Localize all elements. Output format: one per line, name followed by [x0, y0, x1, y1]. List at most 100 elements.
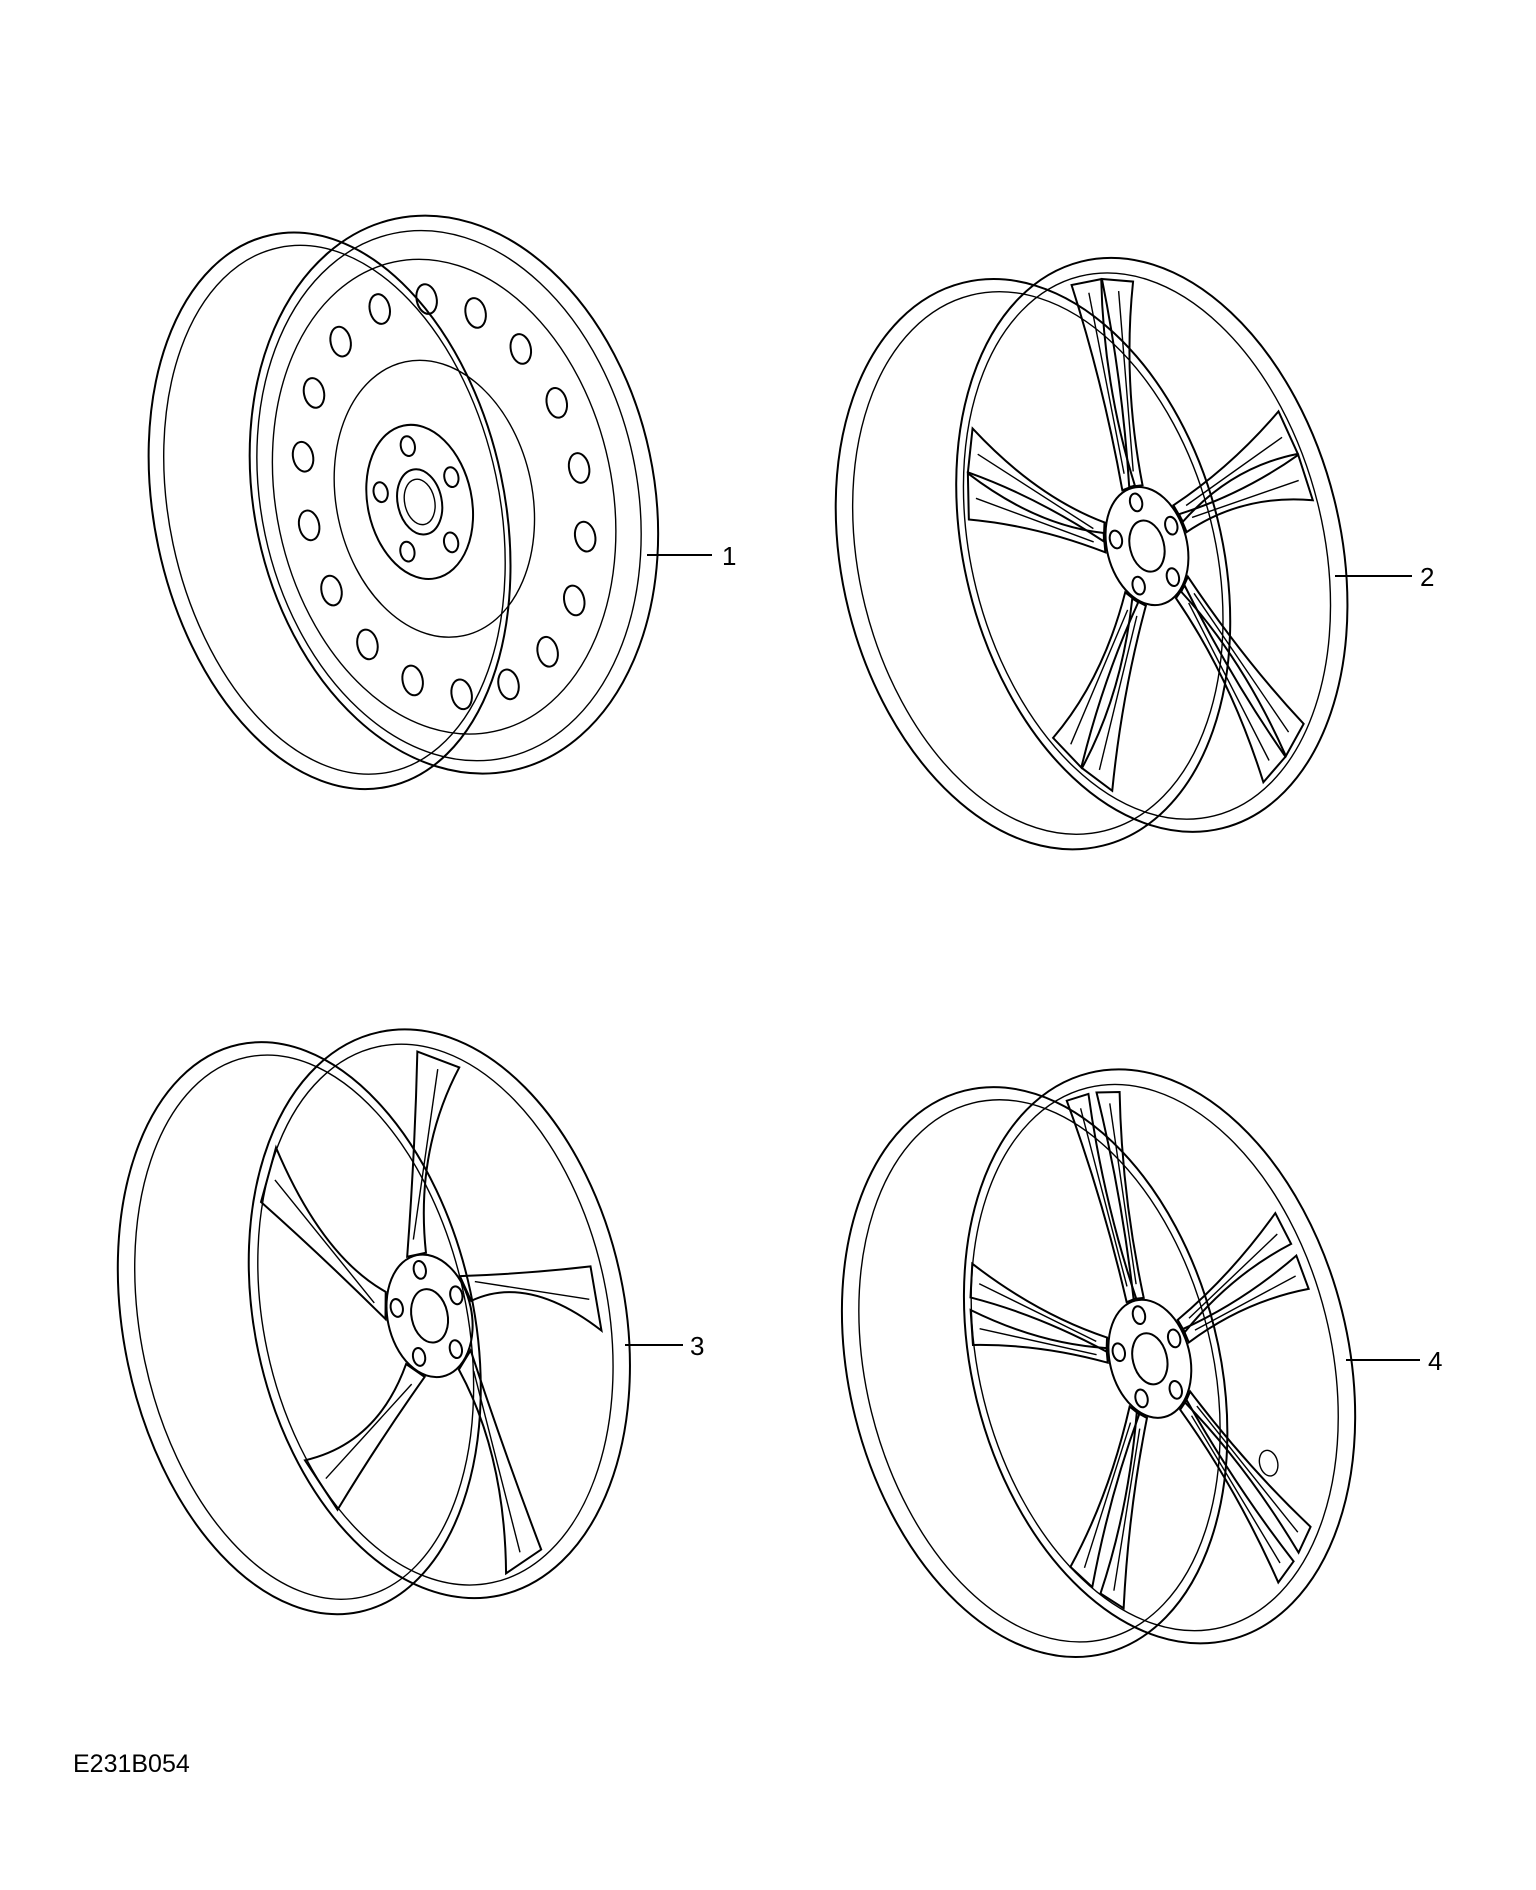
wheel-3-alloy[interactable] — [68, 977, 680, 1661]
wheel-4-back-rim — [840, 1086, 1229, 1658]
wheel-4-front-rim — [962, 1068, 1357, 1645]
wheel-1-hub-face — [365, 423, 475, 580]
wheel-4-spoke-ridge — [1188, 1233, 1278, 1319]
wheel-1-vent-hole — [497, 668, 520, 701]
wheel-4-spoke-ridge — [1190, 1415, 1281, 1564]
wheel-3-back-rim-inner — [134, 1054, 475, 1600]
wheel-1-lug-hole — [399, 540, 416, 563]
wheel-1-vent-hole — [464, 297, 487, 329]
wheel-4-spoke — [1184, 1389, 1312, 1555]
wheel-4-back-rim-inner — [858, 1099, 1221, 1643]
wheel-2-lug-hole — [1164, 515, 1179, 536]
wheel-1-back-rim-inner — [163, 244, 506, 775]
wheel-1-vent-hole — [401, 664, 424, 697]
wheel-1-steel[interactable] — [100, 167, 708, 832]
wheel-2-lug-holes — [1108, 492, 1181, 596]
wheel-1-vent-hole — [450, 678, 473, 711]
wheel-3-lug-holes — [389, 1259, 464, 1367]
wheel-2-spoke-ridge — [1098, 615, 1138, 771]
callout-4-label: 4 — [1428, 1346, 1442, 1376]
wheel-1-vent-hole — [368, 293, 392, 325]
wheel-4-front-rim-lip — [970, 1083, 1339, 1632]
wheel-3-lug-hole — [448, 1339, 464, 1360]
wheel-1-vent-hole — [302, 377, 326, 409]
wheel-4-spoke-ridge — [979, 1327, 1097, 1356]
wheel-2-spoke-ridge — [1193, 592, 1290, 733]
wheel-2-lug-hole — [1131, 575, 1146, 596]
figure-code: E231B054 — [73, 1750, 190, 1778]
wheel-2-lug-hole — [1108, 529, 1124, 550]
wheel-2-spoke — [1172, 409, 1300, 524]
wheel-3-lug-hole — [412, 1259, 427, 1280]
wheel-1-lug-hole — [399, 435, 416, 458]
wheel-2-spokes — [966, 277, 1315, 793]
wheel-4-spoke — [1065, 1092, 1138, 1304]
wheel-1-vent-hole — [567, 452, 591, 484]
wheel-2-spoke-ridge — [1188, 602, 1270, 761]
wheel-4-spoke-ridge — [1083, 1422, 1132, 1569]
wheel-4-valve-hole — [1258, 1449, 1279, 1477]
wheel-1-lug-hole — [443, 466, 460, 489]
wheel-2-lug-hole — [1165, 567, 1181, 587]
wheel-4-spoke — [969, 1308, 1109, 1365]
wheel-3-spoke-ridge — [412, 1069, 439, 1240]
wheel-2-spoke — [966, 471, 1107, 554]
wheel-2-alloy[interactable] — [778, 208, 1404, 903]
wheel-2-spoke-ridge — [1185, 436, 1283, 507]
wheel-4-spoke — [1095, 1090, 1145, 1301]
wheel-3-spokes — [259, 1050, 603, 1576]
wheel-1-vent-holes — [291, 283, 597, 711]
wheel-4-spoke-ridge — [1109, 1103, 1137, 1285]
wheel-2-spoke — [1100, 277, 1144, 488]
wheel-4-spoke — [1176, 1211, 1293, 1334]
wheel-2-spoke-ridge — [1117, 290, 1134, 472]
wheel-4-lug-hole — [1131, 1305, 1147, 1325]
wheel-1-hub-bore-inner — [403, 478, 436, 526]
wheel-4-lug-hole — [1111, 1342, 1127, 1363]
wheel-2-spoke-ridge — [977, 453, 1094, 530]
wheel-4-hub — [1107, 1298, 1193, 1419]
wheel-1-disc-edge — [271, 258, 617, 735]
wheel-4-lug-hole — [1166, 1328, 1182, 1349]
wheel-3-lug-hole — [449, 1285, 464, 1306]
wheel-1-lug-hole — [442, 531, 460, 554]
wheel-2-spoke-ridge — [1191, 479, 1299, 519]
wheel-1-hub-bore — [396, 468, 444, 536]
wheel-3-back-rim — [116, 1041, 482, 1616]
callout-3-label: 3 — [690, 1331, 704, 1361]
wheel-2-back-rim — [834, 278, 1232, 851]
wheel-2-spoke-ridge — [1070, 609, 1129, 745]
callout-2-label: 2 — [1420, 562, 1434, 592]
wheel-1-vent-hole — [562, 584, 586, 617]
wheel-4-spoke — [1178, 1398, 1295, 1585]
wheel-4-spoke-ridge — [1194, 1275, 1296, 1331]
wheel-4-lug-holes — [1111, 1305, 1183, 1409]
wheel-2-spoke — [966, 426, 1106, 544]
wheel-4-spoke-ridge — [1079, 1108, 1128, 1287]
wheel-1-vent-hole — [415, 283, 438, 315]
callout-1-label: 1 — [722, 541, 736, 571]
wheel-4-lug-hole — [1168, 1379, 1183, 1400]
wheel-1-vent-hole — [356, 628, 379, 661]
wheel-1-center-pan — [333, 359, 536, 638]
wheel-2-hub — [1104, 486, 1190, 607]
wheel-2-front-rim-lip — [962, 272, 1332, 820]
wheel-1-front-rim-lip — [256, 229, 642, 762]
wheel-2-lug-hole — [1128, 492, 1144, 513]
wheel-2-spoke — [1180, 574, 1305, 759]
wheel-3-spoke — [259, 1144, 387, 1322]
wheel-3-spoke — [303, 1362, 427, 1512]
wheel-4-spoke-ridge — [1196, 1405, 1299, 1533]
wheel-4-alloy[interactable] — [785, 1015, 1413, 1715]
wheel-2-spoke — [1051, 590, 1140, 770]
wheel-1-vent-hole — [297, 509, 321, 542]
wheel-4-spoke-ridge — [978, 1283, 1097, 1342]
wheel-2-center-cap — [1128, 519, 1166, 573]
wheel-3-lug-hole — [389, 1298, 404, 1318]
wheel-4-spokes — [969, 1090, 1312, 1611]
wheel-1-vent-hole — [320, 574, 343, 607]
wheel-1-back-rim — [147, 231, 512, 791]
wheel-1-vent-hole — [545, 386, 569, 419]
wheel-1-lug-hole — [372, 481, 389, 504]
